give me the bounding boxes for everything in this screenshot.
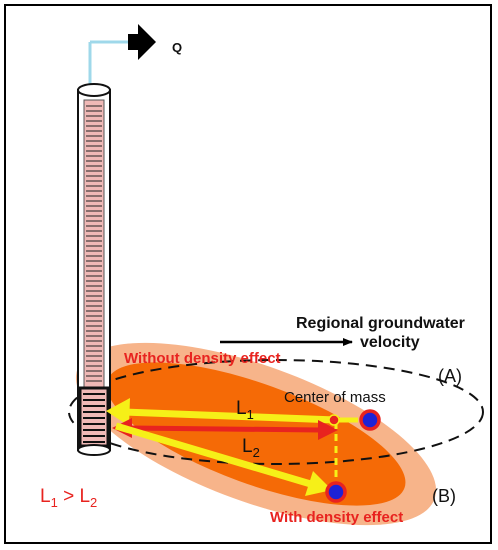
density-displacement-arrow-shaft bbox=[115, 422, 315, 489]
l2-arrowhead-right bbox=[318, 420, 338, 440]
discharge-arrow-icon bbox=[128, 24, 156, 60]
center-of-mass-with-density bbox=[325, 481, 347, 503]
flow-rate-label: Q bbox=[172, 40, 182, 55]
length-comparison-label: L1 > L2 bbox=[40, 486, 97, 510]
without-density-label: Without density effect bbox=[124, 350, 281, 367]
l1-label: L1 bbox=[236, 398, 254, 422]
center-of-mass-label: Center of mass bbox=[284, 389, 386, 406]
l1-arrowhead bbox=[106, 398, 130, 426]
case-b-label: (B) bbox=[432, 486, 456, 506]
injection-center-point bbox=[328, 414, 340, 426]
groundwater-plume-diagram: Q Regional groundwater velocity Without … bbox=[40, 24, 484, 526]
case-a-label: (A) bbox=[438, 366, 462, 386]
with-density-label: With density effect bbox=[270, 509, 403, 526]
regional-velocity-label: velocity bbox=[360, 334, 420, 351]
center-of-mass-without-density bbox=[359, 409, 381, 431]
well-top-opening bbox=[77, 83, 111, 97]
density-displacement-arrowhead bbox=[305, 471, 332, 496]
l2-arrow-shaft bbox=[129, 425, 321, 433]
figure-frame: Q Regional groundwater velocity Without … bbox=[4, 4, 492, 544]
well-bottom bbox=[77, 444, 111, 456]
plume-with-density bbox=[75, 342, 437, 526]
l1-arrow-shaft bbox=[123, 408, 337, 424]
l2-label: L2 bbox=[242, 436, 260, 460]
well-intake-slots bbox=[83, 393, 105, 443]
well-screen-slots bbox=[86, 105, 102, 382]
dashed-plume-without-density bbox=[68, 359, 484, 465]
regional-velocity-label: Regional groundwater bbox=[296, 315, 465, 332]
well bbox=[77, 24, 156, 456]
